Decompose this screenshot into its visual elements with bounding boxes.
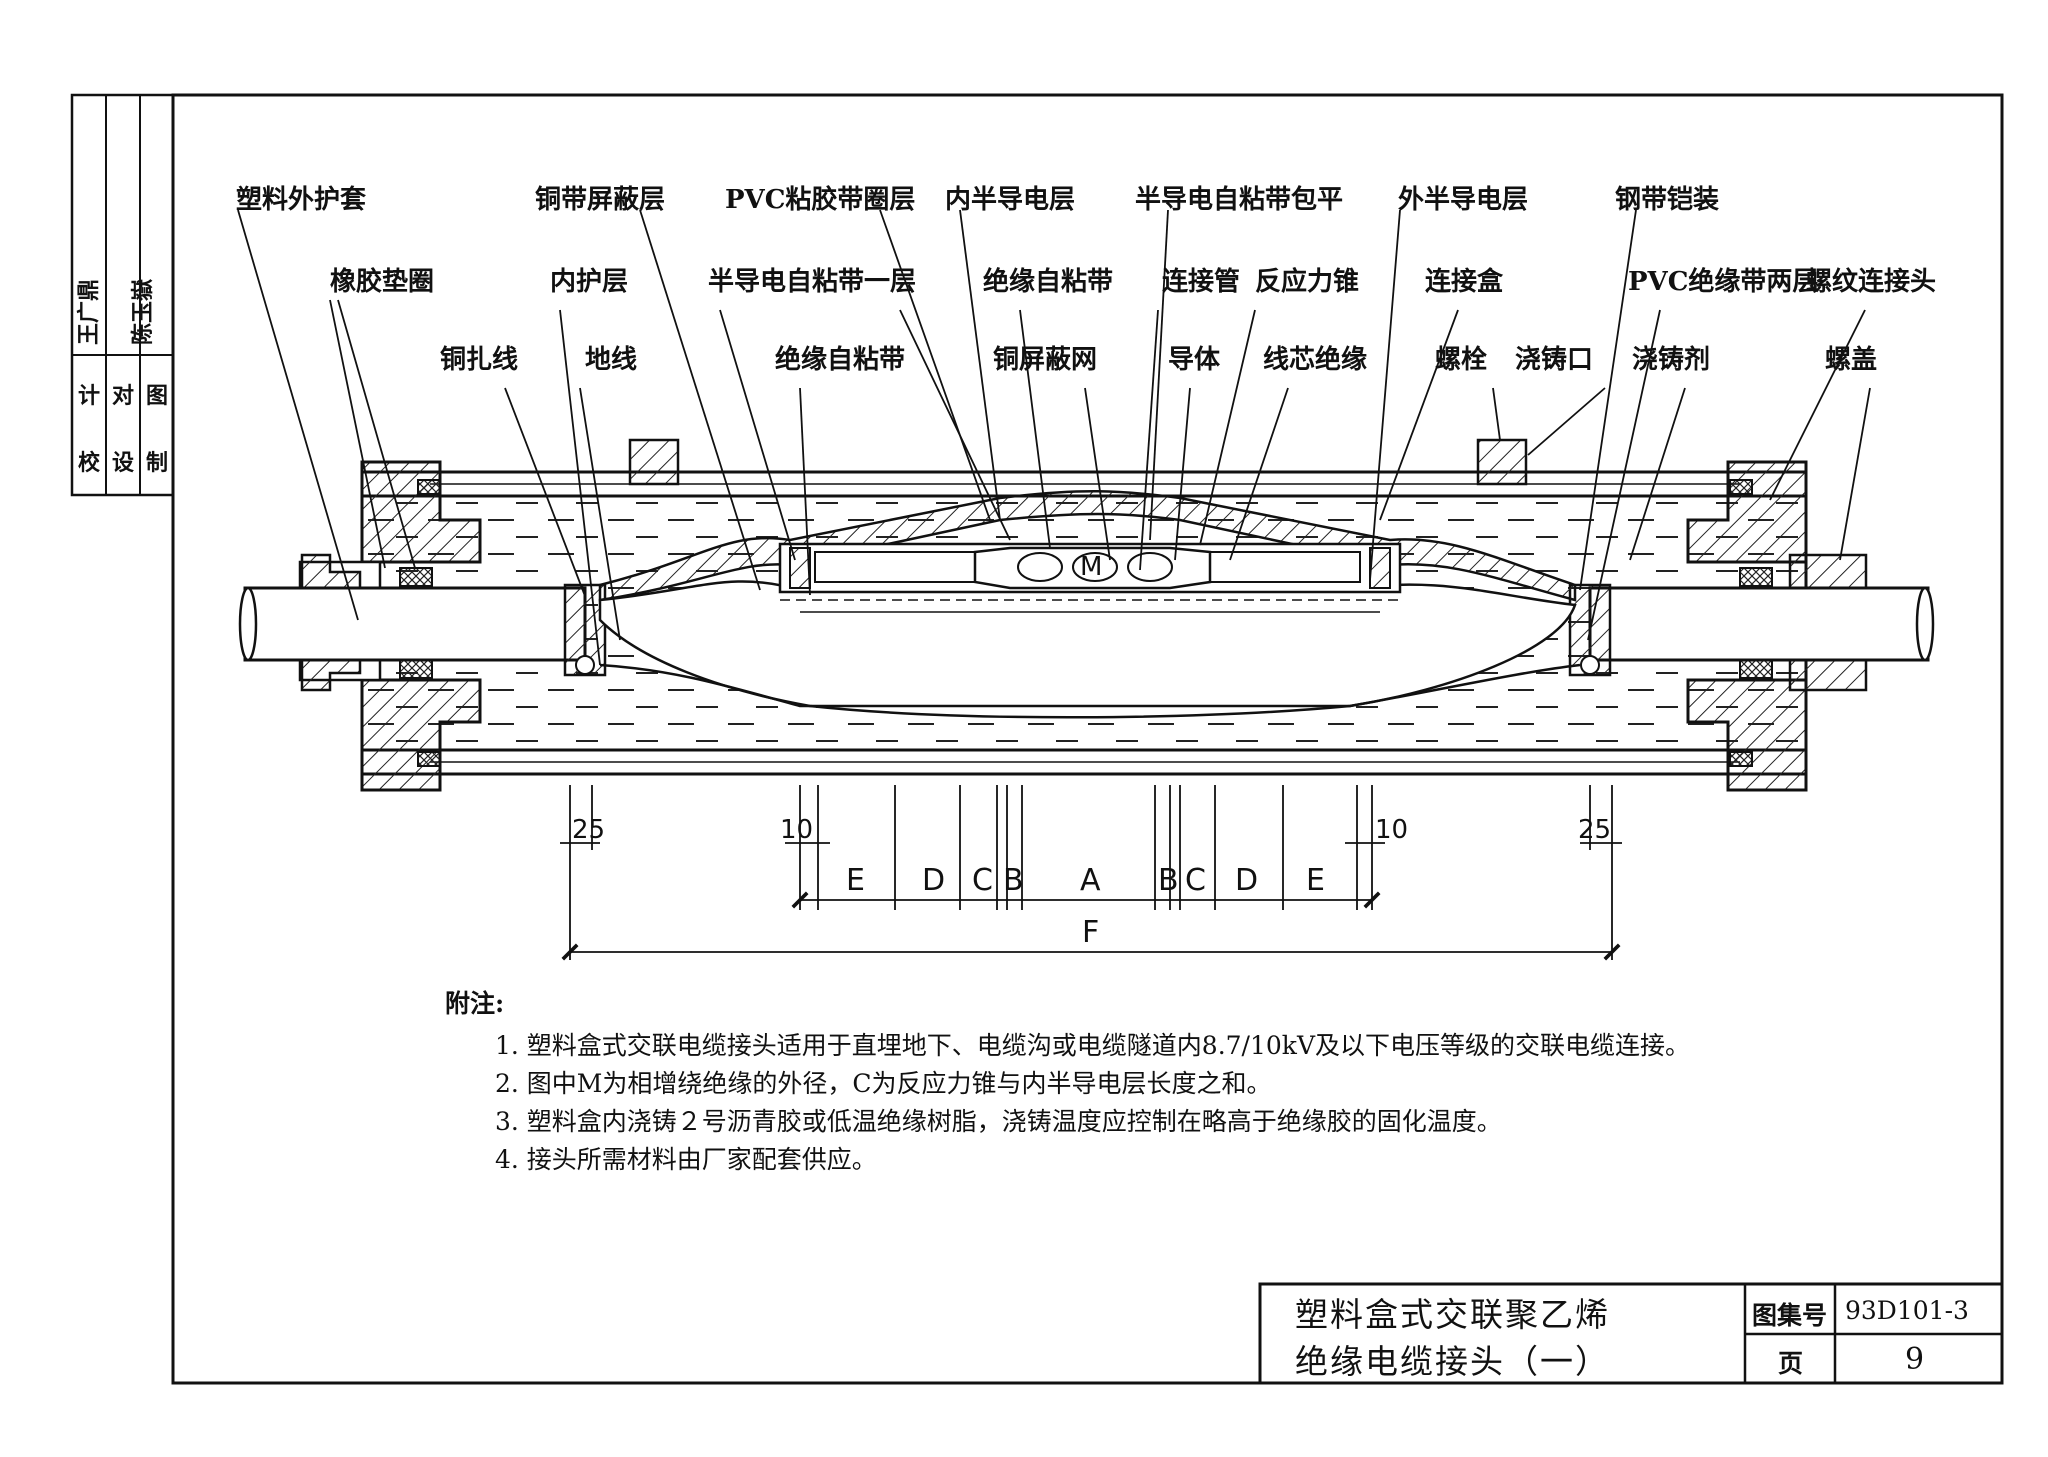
seg-e-left: E [846,863,865,898]
signature-1: 王广鼎 [76,279,102,345]
label-outer-semiconductive: 外半导电层 [1398,185,1528,215]
atlas-number-label: 图集号 [1752,1301,1828,1330]
dim-25-left: 25 [572,815,605,845]
inner-mark-m: M [1080,552,1102,582]
label-plastic-sheath: 塑料外护套 [236,185,367,215]
page-number: 9 [1905,1342,1925,1377]
label-core-insulation: 线芯绝缘 [1263,344,1367,375]
label-pvc-insulating-tape: PVC绝缘带两层 [1628,266,1818,297]
label-inner-semiconductive: 内半导电层 [945,185,1075,215]
label-pvc-adhesive-tape: PVC粘胶带圈层 [725,184,915,215]
note-item-2: 2. 图中M为相增绕绝缘的外径，C为反应力锥与内半导电层长度之和。 [495,1069,1272,1098]
signature-2: 陈玉嶽 [130,279,156,345]
label-rubber-gasket: 橡胶垫圈 [330,266,434,297]
labels-row3: 铜扎线 地线 绝缘自粘带 铜屏蔽网 导体 线芯绝缘 螺栓 浇铸口 浇铸剂 螺盖 [440,344,1877,375]
label-screw-cap: 螺盖 [1825,344,1877,375]
dim-25-right: 25 [1578,815,1611,845]
side-role-5: 制 [146,450,168,476]
label-copper-tape-shield: 铜带屏蔽层 [535,185,665,215]
drawing-title-line1: 塑料盒式交联聚乙烯 [1295,1295,1610,1334]
page-label: 页 [1778,1349,1804,1378]
label-copper-binding-wire: 铜扎线 [440,345,518,375]
note-item-3: 3. 塑料盒内浇铸２号沥青胶或低温绝缘树脂，浇铸温度应控制在略高于绝缘胶的固化温… [495,1107,1502,1136]
labels-row1: 塑料外护套 铜带屏蔽层 PVC粘胶带圈层 内半导电层 半导电自粘带包平 外半导电… [236,184,1719,215]
label-inner-sheath: 内护层 [550,267,628,297]
title-block [1258,1282,2004,1385]
dim-10-right: 10 [1375,815,1408,845]
seg-d-left: D [922,863,945,898]
label-bolt: 螺栓 [1435,345,1487,375]
label-insulating-tape: 绝缘自粘带 [983,266,1113,297]
label-connector-tube: 连接管 [1162,267,1240,297]
label-joint-box: 连接盒 [1425,266,1504,297]
side-role-6: 图 [146,383,168,409]
seg-c-right: C [1185,863,1206,898]
leader-lines [237,209,1871,666]
side-role-1: 校 [78,450,101,476]
side-role-3: 设 [112,450,134,476]
seg-c-left: C [972,863,993,898]
label-pour-port: 浇铸口 [1515,345,1593,375]
dim-f-total: F [1082,915,1099,950]
label-insulating-tape-2: 绝缘自粘带 [775,344,905,375]
dimension-lines [560,785,1622,961]
seg-d-right: D [1235,863,1258,898]
dimension-labels: 25 10 10 25 E D C B A B C D E F [572,815,1611,950]
seg-e-right: E [1306,863,1325,898]
note-item-1: 1. 塑料盒式交联电缆接头适用于直埋地下、电缆沟或电缆隧道内8.7/10kV及以… [495,1031,1690,1060]
label-semiconductive-tape-smooth: 半导电自粘带包平 [1135,184,1343,215]
note-item-4: 4. 接头所需材料由厂家配套供应。 [495,1145,877,1174]
seg-b-left: B [1003,863,1024,898]
label-stress-cone: 反应力锥 [1255,266,1359,297]
label-copper-shield-mesh: 铜屏蔽网 [993,345,1097,375]
side-role-4: 计 [78,383,100,409]
notes-block: 附注: 1. 塑料盒式交联电缆接头适用于直埋地下、电缆沟或电缆隧道内8.7/10… [445,985,1745,1179]
cable-joint-drawing: M [238,438,1935,792]
seg-a: A [1080,863,1101,898]
labels-row2: 橡胶垫圈 内护层 半导电自粘带一层 绝缘自粘带 连接管 反应力锥 连接盒 PVC… [330,266,1936,297]
label-ground-wire: 地线 [585,345,637,375]
label-steel-armour: 钢带铠装 [1615,184,1719,215]
seg-b-right: B [1158,863,1179,898]
label-conductor: 导体 [1168,345,1221,375]
drawing-title-line2: 绝缘电缆接头（一） [1295,1342,1610,1381]
side-role-2: 对 [112,383,134,409]
label-potting-compound: 浇铸剂 [1632,345,1710,375]
notes-heading: 附注: [445,989,505,1018]
drawing-frame [171,93,2004,1385]
label-threaded-connector: 螺纹连接头 [1806,266,1936,297]
dim-10-left: 10 [780,815,813,845]
side-signature-block: 校 对 设 计 制 图 王广鼎 陈玉嶽 [70,93,175,497]
label-semiconductive-tape-layer: 半导电自粘带一层 [708,266,916,297]
atlas-number: 93D101-3 [1845,1296,1969,1325]
